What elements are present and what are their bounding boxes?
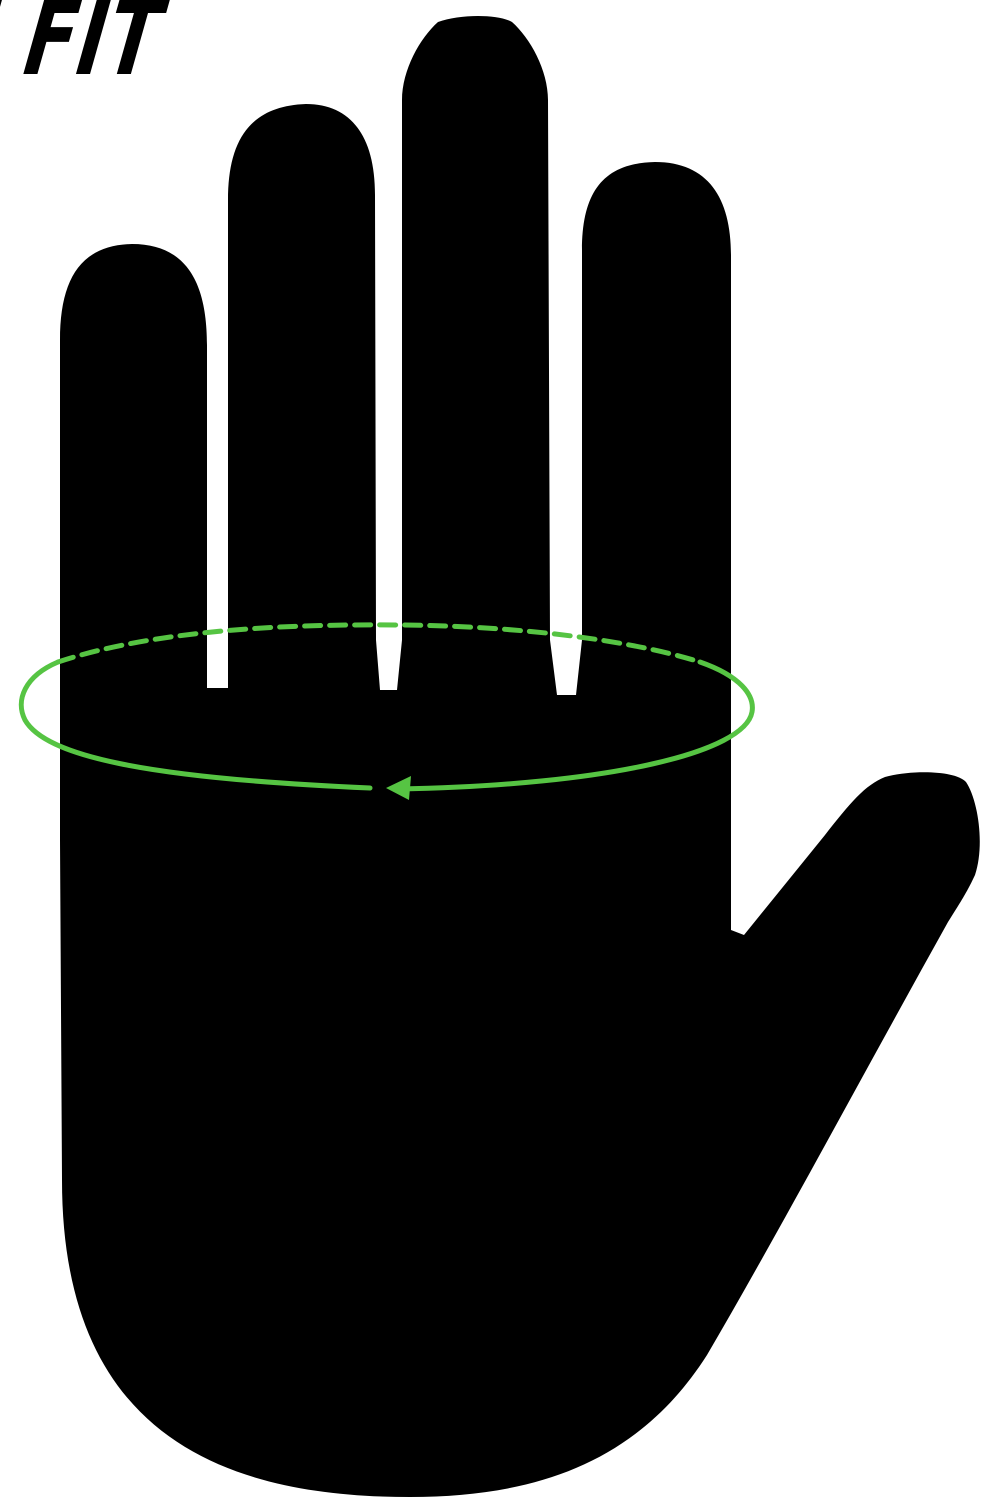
hand-silhouette-icon	[60, 16, 980, 1497]
